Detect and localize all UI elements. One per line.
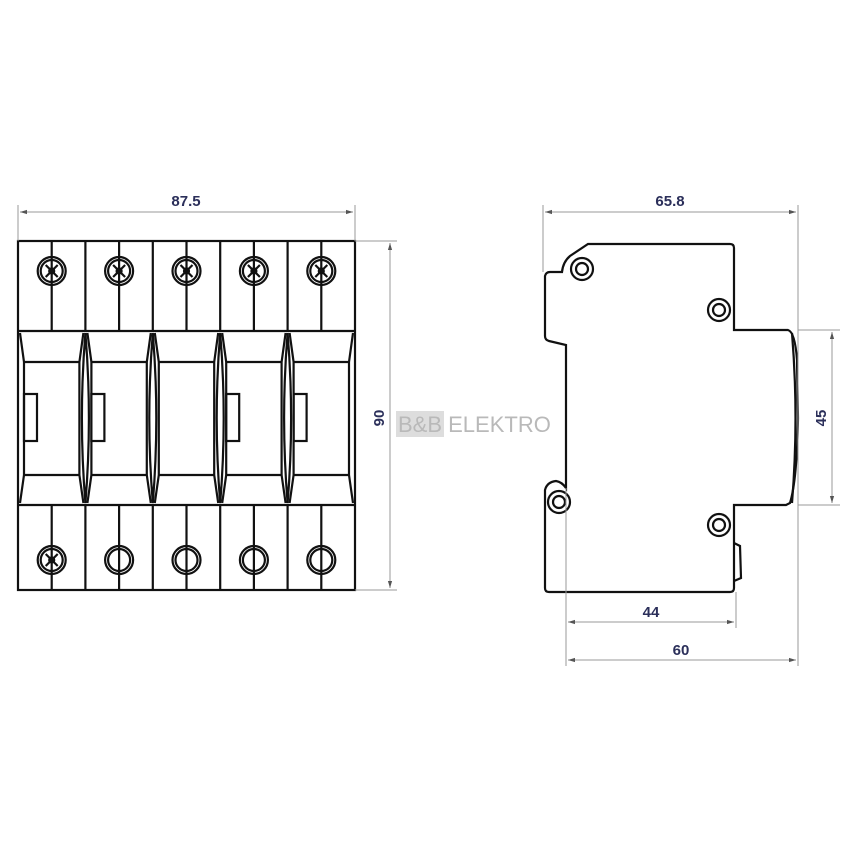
- side-overall-depth-dimension: 60: [568, 642, 796, 663]
- front-width-dimension: 87.5: [17, 193, 356, 241]
- screw-icon: [36, 255, 67, 287]
- watermark-logo: B&B ELEKTRO: [396, 411, 551, 437]
- toggle-lever: [22, 392, 39, 443]
- pole-front-panel: [221, 332, 287, 504]
- pole-separator: [215, 332, 225, 504]
- front-height-label: 45: [813, 410, 830, 427]
- side-depth-dimension: 65.8: [542, 193, 799, 666]
- terminal-hole-inner: [174, 547, 199, 573]
- pole-separator: [148, 332, 158, 504]
- terminal-hole-outer: [171, 544, 202, 576]
- height-label: 90: [371, 410, 388, 427]
- screw-cross: [44, 264, 59, 278]
- screw-center: [317, 267, 325, 275]
- terminal-hole-outer: [103, 544, 135, 576]
- terminal-hole-inner: [241, 547, 266, 573]
- watermark-text: B&B ELEKTRO: [398, 412, 551, 437]
- rail-depth-label: 44: [643, 604, 660, 621]
- terminal-hole-inner: [309, 547, 334, 573]
- toggle-lever: [90, 392, 106, 443]
- pole-front-panel: [288, 332, 355, 504]
- screw-center: [48, 267, 56, 275]
- screw-center: [48, 556, 56, 564]
- screw-cross: [314, 264, 329, 278]
- screw-icon: [171, 255, 202, 287]
- screw-ring: [241, 258, 266, 284]
- screw-icon: [306, 255, 337, 287]
- overall-depth-label: 60: [673, 642, 690, 659]
- terminal-hole-outer: [306, 544, 337, 576]
- pole-front-panel: [86, 332, 152, 504]
- terminal-hole-outer: [238, 544, 269, 576]
- pole-separator: [283, 332, 293, 504]
- screw-icon: [103, 255, 135, 287]
- front-view: [16, 239, 357, 592]
- pole-separator: [80, 332, 90, 504]
- screw-cross: [44, 553, 59, 567]
- side-knob: [733, 542, 743, 583]
- screw-icon: [36, 544, 67, 576]
- toggle-lever: [225, 392, 241, 443]
- pole-front-panel: [18, 332, 85, 504]
- depth-label: 65.8: [655, 193, 684, 210]
- side-front-height-dimension: 45: [798, 329, 840, 506]
- screw-ring: [174, 258, 199, 284]
- terminal-hole-inner: [106, 547, 132, 573]
- screw-cross: [247, 264, 261, 278]
- screw-center: [115, 267, 123, 275]
- width-label: 87.5: [171, 193, 200, 210]
- screw-cross: [112, 264, 126, 278]
- screw-icon: [238, 255, 269, 287]
- screw-center: [250, 267, 258, 275]
- screw-ring: [309, 258, 334, 284]
- side-rail-depth-dimension: 44: [565, 488, 737, 666]
- toggle-lever: [292, 392, 308, 443]
- pole-front-panel: [153, 332, 220, 504]
- screw-ring: [106, 258, 132, 284]
- side-view: [543, 242, 800, 594]
- screw-ring: [39, 258, 64, 284]
- screw-cross: [179, 264, 194, 278]
- screw-ring: [39, 547, 64, 573]
- screw-center: [182, 267, 191, 275]
- front-height-dimension: 90: [355, 240, 397, 591]
